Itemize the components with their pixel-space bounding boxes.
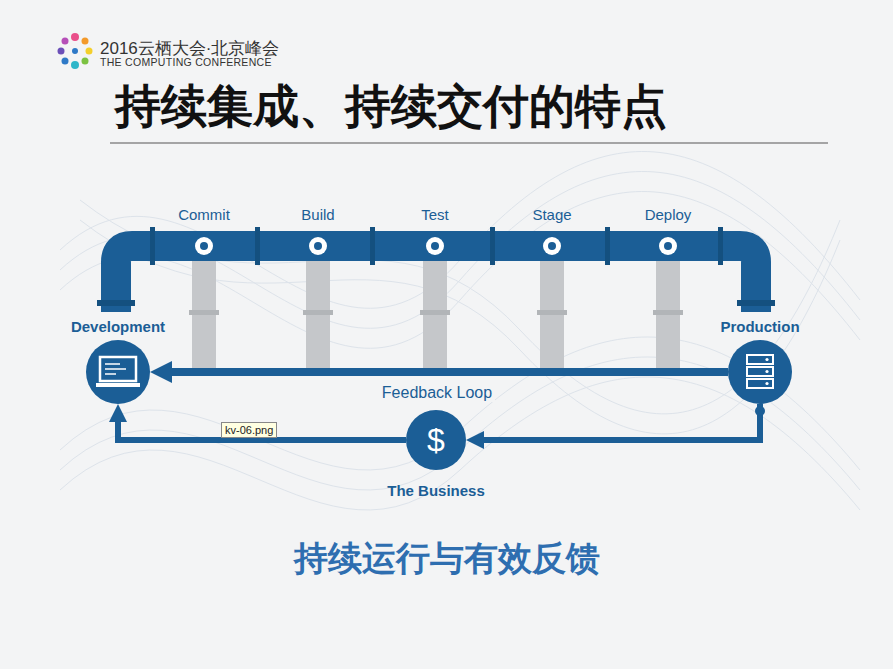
monitor-icon xyxy=(86,340,150,404)
node-heading: Development xyxy=(71,318,165,335)
stage-label: Test xyxy=(421,206,449,223)
feedback-arrow xyxy=(484,404,760,440)
pipe-flanges xyxy=(97,227,775,306)
slide-caption: 持续运行与有效反馈 xyxy=(0,536,893,582)
slide-title: 持续集成、持续交付的特点 xyxy=(115,76,667,138)
circle-node: Development xyxy=(86,340,150,404)
stage-label: Build xyxy=(301,206,334,223)
stage-label: Stage xyxy=(532,206,571,223)
pipe-knob xyxy=(755,406,765,416)
circle-node: Production xyxy=(728,340,792,404)
logo-subtext: THE COMPUTING CONFERENCE xyxy=(100,56,272,68)
circle-node: $The Business xyxy=(406,410,466,470)
feedback-arrow xyxy=(172,368,728,376)
server-icon xyxy=(728,340,792,404)
logo-mark xyxy=(58,33,93,69)
node-heading: The Business xyxy=(387,482,485,499)
file-tooltip: kv-06.png xyxy=(221,422,277,438)
title-rule xyxy=(110,142,828,144)
node-heading: Production xyxy=(720,318,799,335)
stage-label: Deploy xyxy=(645,206,692,223)
feedback-arrow xyxy=(118,422,406,440)
pipe-valves xyxy=(195,237,677,255)
riser-pipes xyxy=(192,255,680,373)
stage-label: Commit xyxy=(178,206,230,223)
pipeline xyxy=(116,246,756,312)
edge-label: Feedback Loop xyxy=(379,384,495,402)
currency-symbol: $ xyxy=(406,410,466,470)
